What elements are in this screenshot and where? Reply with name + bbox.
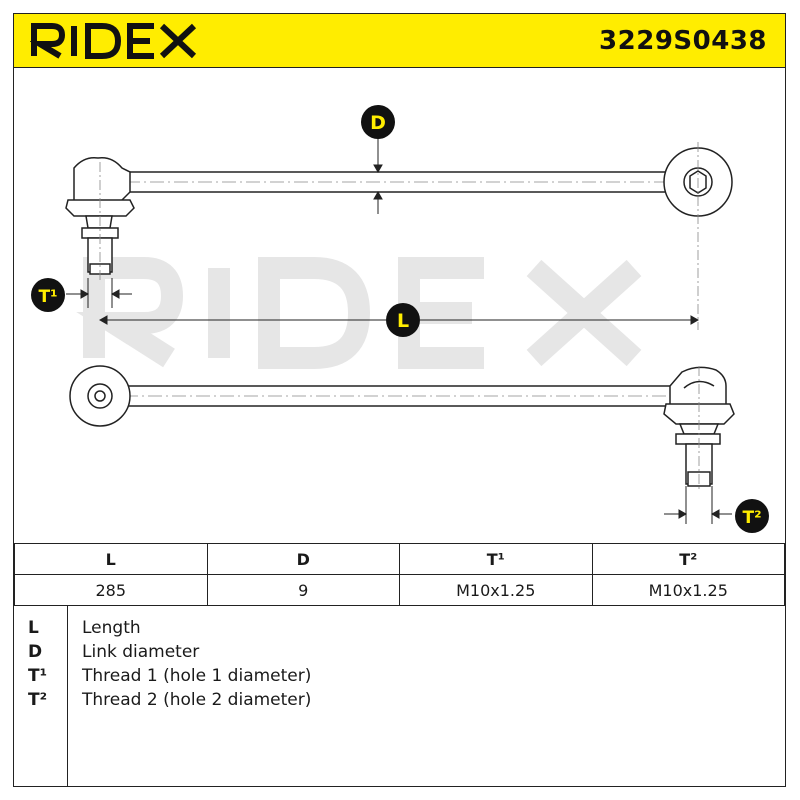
legend-text: Length bbox=[82, 618, 141, 638]
legend-item: T² Thread 2 (hole 2 diameter) bbox=[14, 690, 785, 714]
legend-text: Link diameter bbox=[82, 642, 200, 662]
thread2-marker-label: T² bbox=[742, 508, 761, 528]
legend-key: T² bbox=[28, 690, 48, 710]
spec-table-value-row: 285 9 M10x1.25 M10x1.25 bbox=[14, 574, 785, 606]
header-bar: 3229S0438 bbox=[14, 14, 785, 68]
spec-table-header-row: L D T¹ T² bbox=[14, 543, 785, 575]
thread2-dimension bbox=[664, 486, 732, 524]
spec-header-thread2: T² bbox=[591, 543, 785, 575]
lower-link bbox=[69, 365, 735, 492]
ridex-watermark bbox=[76, 257, 642, 369]
ridex-logo bbox=[30, 23, 197, 59]
thread2-marker: T² bbox=[735, 499, 769, 533]
spec-header-diameter: D bbox=[206, 543, 400, 575]
legend-key: L bbox=[28, 618, 39, 638]
diameter-marker-label: D bbox=[370, 112, 386, 134]
length-dimension bbox=[98, 315, 700, 325]
legend-text: Thread 2 (hole 2 diameter) bbox=[82, 690, 312, 710]
spec-value-length: 285 bbox=[14, 574, 208, 606]
part-number: 3229S0438 bbox=[599, 26, 767, 56]
length-marker: L bbox=[386, 303, 420, 337]
thread1-marker: T¹ bbox=[31, 278, 65, 312]
legend-item: L Length bbox=[14, 618, 785, 642]
diameter-marker: D bbox=[361, 105, 395, 139]
legend-text: Thread 1 (hole 1 diameter) bbox=[82, 666, 312, 686]
legend-key: D bbox=[28, 642, 43, 662]
spec-header-length: L bbox=[14, 543, 208, 575]
spec-table: L D T¹ T² 285 9 M10x1.25 M10x1.25 bbox=[14, 543, 785, 606]
legend-item: T¹ Thread 1 (hole 1 diameter) bbox=[14, 666, 785, 690]
product-sheet: 3229S0438 bbox=[13, 13, 786, 787]
thread1-marker-label: T¹ bbox=[38, 287, 57, 307]
legend-key: T¹ bbox=[28, 666, 48, 686]
spec-header-thread1: T¹ bbox=[399, 543, 593, 575]
thread1-dimension bbox=[66, 278, 132, 308]
legend: L Length D Link diameter T¹ Thread 1 (ho… bbox=[14, 606, 785, 787]
legend-item: D Link diameter bbox=[14, 642, 785, 666]
length-marker-label: L bbox=[397, 310, 409, 332]
upper-link bbox=[65, 142, 733, 330]
legend-divider bbox=[67, 606, 68, 787]
spec-value-thread1: M10x1.25 bbox=[399, 574, 593, 606]
technical-drawing: D T¹ L bbox=[31, 105, 769, 533]
spec-value-thread2: M10x1.25 bbox=[591, 574, 785, 606]
spec-value-diameter: 9 bbox=[206, 574, 400, 606]
diameter-dimension bbox=[373, 138, 383, 214]
